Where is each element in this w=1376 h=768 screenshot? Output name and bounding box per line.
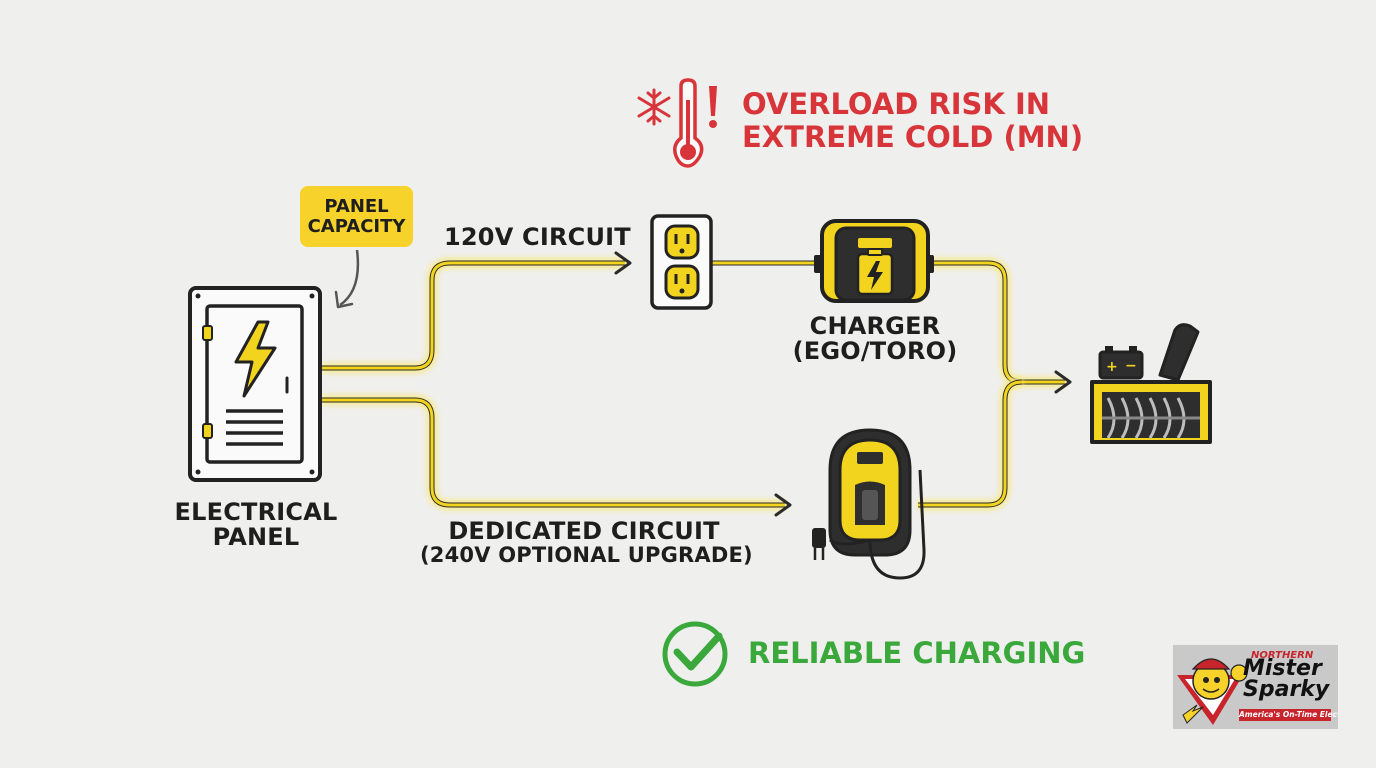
logo-brand-text: Mister Sparky [1243, 656, 1330, 702]
warning-line-2: EXTREME COLD (MN) [742, 119, 1084, 154]
logo-top-text: NORTHERN [1251, 650, 1314, 661]
charger-label-line-1: CHARGER [809, 312, 941, 340]
dedicated-line-1: DEDICATED CIRCUIT [448, 517, 720, 545]
svg-text:+: + [1106, 359, 1118, 375]
checkmark-icon [662, 621, 728, 687]
logo-line-2: Sparky [1243, 676, 1330, 702]
charger-label: CHARGER (EGO/TORO) [790, 312, 960, 366]
panel-capacity-line-2: CAPACITY [307, 215, 406, 237]
mascot-icon [1177, 658, 1248, 725]
logo-line-1: Mister [1243, 656, 1322, 681]
snowblower-icon: + − [1090, 323, 1212, 444]
wire-dedicated-charger-to-snowblower [918, 377, 1023, 510]
exclamation-icon [709, 86, 717, 128]
charger-icon [814, 219, 934, 303]
reliable-charging-text: RELIABLE CHARGING [748, 636, 1086, 670]
logo-tagline: America's On-Time Electrician [1239, 709, 1338, 721]
wire-panel-to-outlet [322, 251, 632, 373]
dedicated-circuit-label: DEDICATED CIRCUIT (240V OPTIONAL UPGRADE… [420, 517, 753, 568]
electrical-panel-icon [188, 286, 322, 482]
lightning-icon [234, 320, 277, 398]
svg-text:−: − [1125, 358, 1137, 374]
snowflake-icon [637, 88, 671, 126]
panel-label-line-2: PANEL [212, 523, 300, 552]
panel-capacity-tag: PANEL CAPACITY [300, 186, 413, 247]
electrical-panel-label: ELECTRICAL PANEL [166, 498, 346, 552]
circuit-120v-label: 120V CIRCUIT [444, 223, 631, 251]
overload-warning-text: OVERLOAD RISK IN EXTREME COLD (MN) [742, 88, 1083, 154]
panel-capacity-pointer [334, 249, 360, 309]
panel-label-line-1: ELECTRICAL [174, 498, 338, 526]
wall-charger-icon [812, 428, 926, 580]
charger-label-line-2: (EGO/TORO) [792, 337, 958, 366]
wire-panel-to-dedicated-charger [322, 395, 792, 517]
panel-capacity-line-1: PANEL [324, 195, 389, 217]
warning-line-1: OVERLOAD RISK IN [742, 87, 1051, 121]
mister-sparky-logo: NORTHERN Mister Sparky America's On-Time… [1173, 645, 1338, 729]
thermometer-icon [673, 78, 704, 168]
outlet-icon [650, 214, 713, 310]
dedicated-line-2: (240V OPTIONAL UPGRADE) [420, 543, 753, 568]
